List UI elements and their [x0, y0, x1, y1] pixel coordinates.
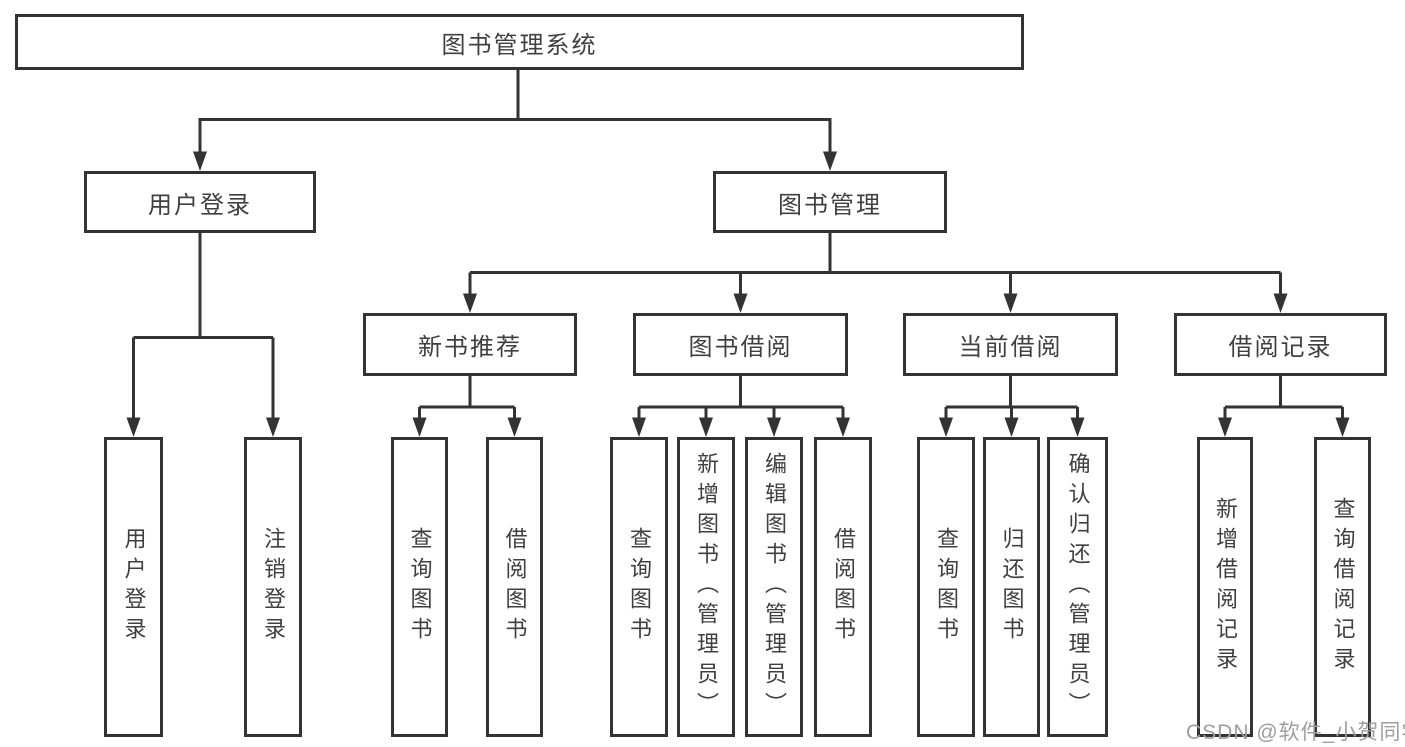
connector-line — [198, 70, 832, 152]
node-label: 归还图书 — [999, 527, 1025, 647]
node-label: 借阅图书 — [831, 527, 856, 647]
arrow-down-icon — [733, 293, 748, 313]
connector-current-borrow-to-leaves — [939, 376, 1085, 437]
leaf-current-query-book: 查询图书 — [917, 437, 975, 737]
node-book-borrow: 图书借阅 — [633, 313, 848, 376]
leaf-current-confirm-return-admin: 确认归还（管理员） — [1047, 437, 1108, 737]
arrow-down-icon — [1070, 417, 1085, 437]
arrow-down-icon — [412, 417, 427, 437]
leaf-borrow-query-book: 查询图书 — [610, 437, 668, 737]
connector-new-book-recommend-to-leaves — [412, 376, 522, 437]
connector-user-login-to-leaves — [126, 233, 280, 437]
node-label: 新增图书（管理员） — [694, 452, 719, 722]
connector-book-borrow-to-leaves — [632, 376, 850, 437]
leaf-logout-login: 注销登录 — [244, 437, 302, 737]
node-label: 借阅图书 — [502, 527, 528, 647]
arrow-down-icon — [823, 151, 837, 171]
arrow-down-icon — [266, 417, 280, 437]
connector-line — [1223, 376, 1344, 418]
leaf-record-query-borrow-record: 查询借阅记录 — [1314, 437, 1371, 737]
connector-line — [418, 376, 516, 418]
arrow-down-icon — [632, 417, 646, 437]
arrow-down-icon — [507, 417, 522, 437]
connector-book-management-to-sections — [463, 233, 1288, 313]
leaf-record-add-borrow-record: 新增借阅记录 — [1197, 437, 1253, 737]
leaf-recommend-query-book: 查询图书 — [391, 437, 448, 737]
arrow-down-icon — [463, 293, 477, 313]
node-current-borrow: 当前借阅 — [903, 313, 1118, 376]
leaf-borrow-add-book-admin: 新增图书（管理员） — [677, 437, 735, 737]
arrow-down-icon — [1273, 293, 1288, 313]
connector-line — [468, 233, 1282, 294]
arrow-down-icon — [126, 417, 141, 437]
leaf-recommend-borrow-book: 借阅图书 — [486, 437, 543, 737]
leaf-user-login: 用户登录 — [104, 437, 163, 737]
node-label: 当前借阅 — [958, 334, 1063, 361]
leaf-borrow-edit-book-admin: 编辑图书（管理员） — [745, 437, 803, 737]
connector-line — [132, 233, 275, 418]
node-new-book-recommend: 新书推荐 — [363, 313, 577, 376]
connector-line — [944, 376, 1079, 418]
arrow-down-icon — [1003, 293, 1018, 313]
node-label: 查询图书 — [407, 527, 433, 647]
node-label: 图书管理 — [778, 191, 882, 219]
node-book-management: 图书管理 — [713, 171, 947, 233]
arrow-down-icon — [767, 417, 781, 437]
arrow-down-icon — [193, 151, 207, 171]
arrow-down-icon — [1335, 417, 1350, 437]
arrow-down-icon — [699, 417, 713, 437]
node-label: 查询图书 — [934, 527, 959, 647]
node-library-system: 图书管理系统 — [15, 14, 1024, 70]
arrow-down-icon — [939, 417, 953, 437]
node-label: 编辑图书（管理员） — [762, 452, 787, 722]
connector-line — [637, 376, 845, 418]
node-label: 图书管理系统 — [441, 31, 598, 59]
node-borrow-record: 借阅记录 — [1174, 313, 1387, 376]
node-label: 确认归还（管理员） — [1065, 452, 1091, 722]
connector-borrow-record-to-leaves — [1218, 376, 1350, 437]
node-label: 新增借阅记录 — [1213, 497, 1238, 677]
connector-root-to-branches — [193, 70, 837, 171]
leaf-borrow-borrow-book: 借阅图书 — [814, 437, 872, 737]
node-label: 借阅记录 — [1228, 334, 1333, 361]
node-label: 查询图书 — [627, 527, 652, 647]
node-label: 查询借阅记录 — [1330, 497, 1356, 677]
node-label: 注销登录 — [261, 527, 286, 647]
arrow-down-icon — [1004, 417, 1019, 437]
node-label: 新书推荐 — [418, 334, 522, 361]
node-label: 用户登录 — [121, 527, 147, 647]
node-user-login: 用户登录 — [84, 171, 316, 233]
arrow-down-icon — [1218, 417, 1232, 437]
arrow-down-icon — [836, 417, 850, 437]
csdn-watermark: CSDN @软件_小贺同学 — [1186, 721, 1405, 744]
leaf-current-return-book: 归还图书 — [983, 437, 1040, 737]
node-label: 用户登录 — [148, 191, 252, 219]
node-label: 图书借阅 — [688, 334, 793, 361]
